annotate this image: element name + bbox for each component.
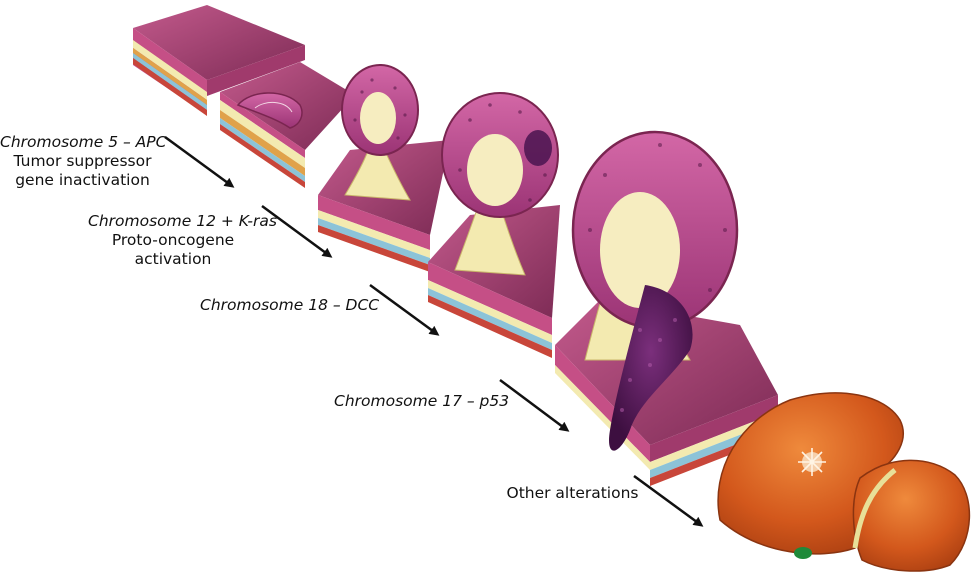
- label-chromosome-12-kras: Chromosome 12 + K-ras Proto-oncogene act…: [88, 212, 258, 269]
- arrow-step-3: [370, 285, 437, 334]
- tissue-block-advanced-adenoma: [428, 93, 560, 358]
- liver-illustration: [718, 393, 969, 571]
- label-chromosome-17-p53: Chromosome 17 – p53: [334, 392, 494, 411]
- label-chromosome-12-line3: activation: [88, 250, 258, 269]
- arrow-step-4: [500, 380, 567, 430]
- label-other-alterations: Other alterations: [505, 484, 640, 503]
- label-chromosome-17-title: Chromosome 17 – p53: [334, 392, 494, 411]
- label-chromosome-18-title: Chromosome 18 – DCC: [200, 296, 365, 315]
- label-chromosome-12-title: Chromosome 12 + K-ras: [88, 212, 258, 231]
- label-chromosome-12-name: Chromosome 12: [88, 212, 216, 230]
- label-other-alterations-text: Other alterations: [505, 484, 640, 503]
- label-chromosome-5-apc: Chromosome 5 – APC Tumor suppressor gene…: [0, 133, 165, 190]
- label-chromosome-5-title: Chromosome 5 – APC: [0, 133, 165, 152]
- label-chromosome-12-plus: +: [216, 212, 239, 230]
- label-chromosome-12-line2: Proto-oncogene: [88, 231, 258, 250]
- label-chromosome-18-dcc: Chromosome 18 – DCC: [200, 296, 365, 315]
- label-chromosome-12-gene: K-ras: [239, 212, 277, 230]
- label-chromosome-5-line2: Tumor suppressor: [0, 152, 165, 171]
- arrow-step-1: [165, 137, 232, 186]
- label-chromosome-5-line3: gene inactivation: [0, 171, 165, 190]
- arrow-step-5: [634, 476, 701, 525]
- metastasis-spot: [798, 448, 826, 476]
